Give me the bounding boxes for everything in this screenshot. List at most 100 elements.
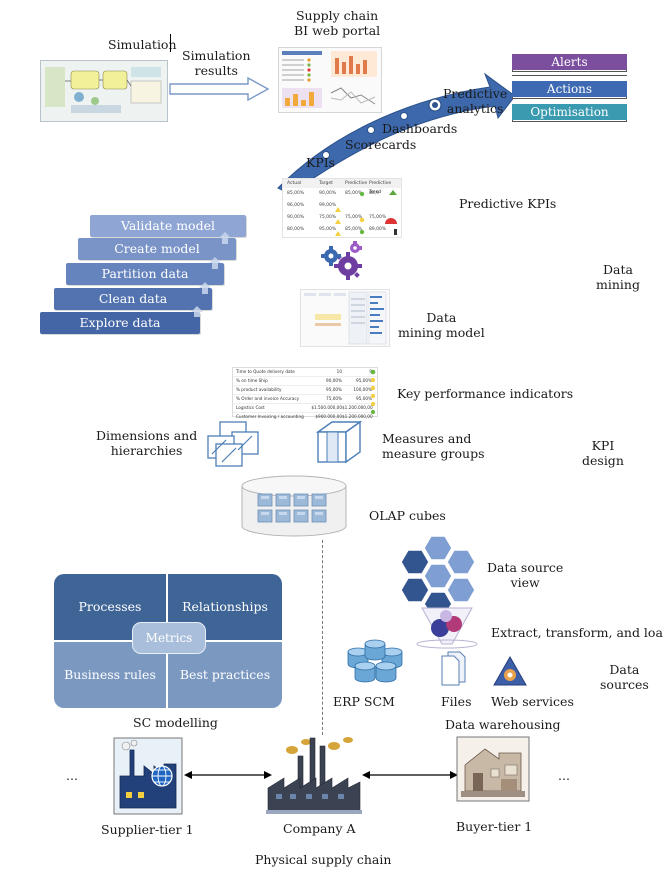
output-actions-label: Actions bbox=[512, 81, 627, 97]
double-arrow-right-icon bbox=[362, 771, 458, 779]
kpi-cell: 100,00% bbox=[353, 387, 372, 392]
business-rules-label: Business rules bbox=[64, 667, 156, 682]
kpi-cell: 95,00% bbox=[356, 396, 372, 401]
kpis-label: KPIs bbox=[306, 155, 336, 170]
predictive-analytics-label: Predictive analytics bbox=[443, 86, 508, 116]
simulation-screenshot bbox=[40, 60, 168, 122]
dimensions-hierarchies-icon bbox=[207, 421, 259, 467]
kpi-cell: 95,00% bbox=[356, 378, 372, 383]
supplier-factory-icon bbox=[113, 737, 183, 815]
scorecard-cell: 85,00% bbox=[345, 191, 363, 196]
scorecard-header: Actual bbox=[287, 181, 302, 186]
scorecard-cell: 95,00% bbox=[319, 227, 337, 232]
step-clean-data: Clean data bbox=[54, 288, 212, 310]
key-performance-indicators-label: Key performance indicators bbox=[397, 386, 574, 401]
predictive-kpis-label: Predictive KPIs bbox=[459, 196, 557, 211]
dashed-connector bbox=[322, 540, 323, 735]
kpi-cell: % on time Ship bbox=[236, 378, 268, 383]
step-explore-data: Explore data bbox=[40, 312, 200, 334]
step-validate-model: Validate model bbox=[90, 215, 246, 237]
metrics-pill: Metrics bbox=[132, 622, 206, 654]
scorecard-cell: 90,00% bbox=[319, 191, 337, 196]
scorecard-header: Predictive bbox=[345, 181, 368, 186]
kpi-row: % product availability 95,00% 100,00% bbox=[233, 386, 377, 395]
company-label: Company A bbox=[283, 821, 356, 836]
kpi-cell: % product availability bbox=[236, 387, 282, 392]
data-mining-model-label: Data mining model bbox=[398, 310, 485, 340]
scorecard-header: Predictive Trend bbox=[369, 181, 392, 195]
simulation-results-label: Simulation results bbox=[182, 48, 251, 78]
scorecard-cell: 80,00% bbox=[287, 227, 305, 232]
output-optimisation-label: Optimisation bbox=[512, 104, 627, 120]
data-sources-label: Data sources bbox=[600, 662, 649, 692]
scorecard-header: Target bbox=[319, 181, 333, 186]
kpi-design-label: KPI design bbox=[582, 438, 624, 468]
step-up-arrows-icon bbox=[191, 232, 231, 317]
etl-funnel-icon bbox=[416, 607, 478, 649]
buyer-warehouse-icon bbox=[456, 736, 530, 802]
scorecard-cell: 75,00% bbox=[319, 215, 337, 220]
kpi-row: Logistics Cost $1.500.000,00$1.200.000,00 bbox=[233, 404, 377, 413]
scorecard-cell: 90,00% bbox=[287, 215, 305, 220]
etl-label: Extract, transform, and load bbox=[491, 625, 663, 640]
kpi-cell: $1.500.000,00 bbox=[311, 405, 342, 410]
simulation-flow-graphic bbox=[45, 67, 162, 113]
scorecard-cell: 85,00% bbox=[345, 227, 363, 232]
kpi-table: Time to Quote delivery date 10 9 % on time… bbox=[232, 367, 378, 427]
kpi-cell: 95,00% bbox=[326, 387, 342, 392]
dimensions-label: Dimensions and hierarchies bbox=[96, 428, 198, 458]
kpi-cell: $1.200.000,00 bbox=[342, 414, 373, 419]
step-partition-data: Partition data bbox=[66, 263, 224, 285]
analytics-curve-arrow-icon bbox=[277, 72, 516, 195]
measures-cube-icon bbox=[315, 420, 363, 464]
kpi-cell: Time to Quote delivery date bbox=[236, 369, 295, 374]
data-source-view-label: Data source view bbox=[487, 560, 564, 590]
best-practices-label: Best practices bbox=[179, 667, 271, 682]
kpi-row: Time to Quote delivery date 10 9 bbox=[233, 368, 377, 377]
scorecard-cell: 88,9 bbox=[369, 191, 380, 196]
data-mining-label: Data mining bbox=[596, 262, 640, 292]
kpi-cell: 90,00% bbox=[326, 378, 342, 383]
company-factory-icon bbox=[266, 737, 362, 814]
supplier-label: Supplier-tier 1 bbox=[101, 822, 194, 837]
buyer-label: Buyer-tier 1 bbox=[456, 819, 533, 834]
ellipsis-right: ... bbox=[558, 768, 570, 783]
scorecard-cell: 85,00% bbox=[287, 191, 305, 196]
dashboards-label: Dashboards bbox=[382, 121, 458, 136]
web-services-label: Web services bbox=[491, 694, 574, 709]
kpi-cell: 9 bbox=[369, 369, 372, 374]
simulation-label: Simulation bbox=[108, 37, 177, 52]
scorecard-cell: 75,00% bbox=[345, 215, 363, 220]
output-alerts-underline bbox=[512, 72, 627, 76]
double-arrow-left-icon bbox=[184, 771, 272, 779]
kpi-cell: Logistics Cost bbox=[236, 405, 265, 410]
measures-label: Measures and measure groups bbox=[382, 431, 485, 461]
output-actions: Actions bbox=[512, 81, 627, 99]
gears-icon bbox=[321, 241, 362, 280]
scorecard-status-icons bbox=[335, 190, 397, 236]
olap-label: OLAP cubes bbox=[369, 508, 446, 523]
scorecard-cell: 96,00% bbox=[287, 203, 305, 208]
scorecard-table: Actual Target Predictive Predictive Tren… bbox=[282, 178, 402, 238]
kpi-cell: $900.000,00 bbox=[315, 414, 342, 419]
portal-label: Supply chain BI web portal bbox=[294, 8, 381, 38]
output-alerts: Alerts bbox=[512, 54, 627, 72]
kpi-cell: 75,00% bbox=[326, 396, 342, 401]
kpi-cell: $1.200.000,00 bbox=[342, 405, 373, 410]
kpi-cell: 10 bbox=[336, 369, 342, 374]
simulation-cursor bbox=[170, 34, 171, 52]
portal-dashboard-graphic bbox=[282, 51, 377, 108]
erp-scm-icon bbox=[347, 639, 403, 683]
files-icon bbox=[441, 651, 466, 686]
simulation-results-arrow-icon bbox=[169, 76, 270, 102]
web-services-icon bbox=[493, 655, 527, 686]
files-label: Files bbox=[441, 694, 472, 709]
physical-supply-chain-label: Physical supply chain bbox=[255, 852, 392, 867]
kpi-cell: % Order and invoice Accuracy bbox=[236, 396, 300, 401]
portal-screenshot bbox=[278, 47, 382, 113]
sc-modelling-label: SC modelling bbox=[133, 715, 218, 730]
kpi-row: % Order and invoice Accuracy 75,00% 95,00% bbox=[233, 395, 377, 404]
data-source-view-icon bbox=[400, 535, 476, 615]
scorecards-label: Scorecards bbox=[345, 137, 417, 152]
scorecard-cell: 99,00% bbox=[319, 203, 337, 208]
